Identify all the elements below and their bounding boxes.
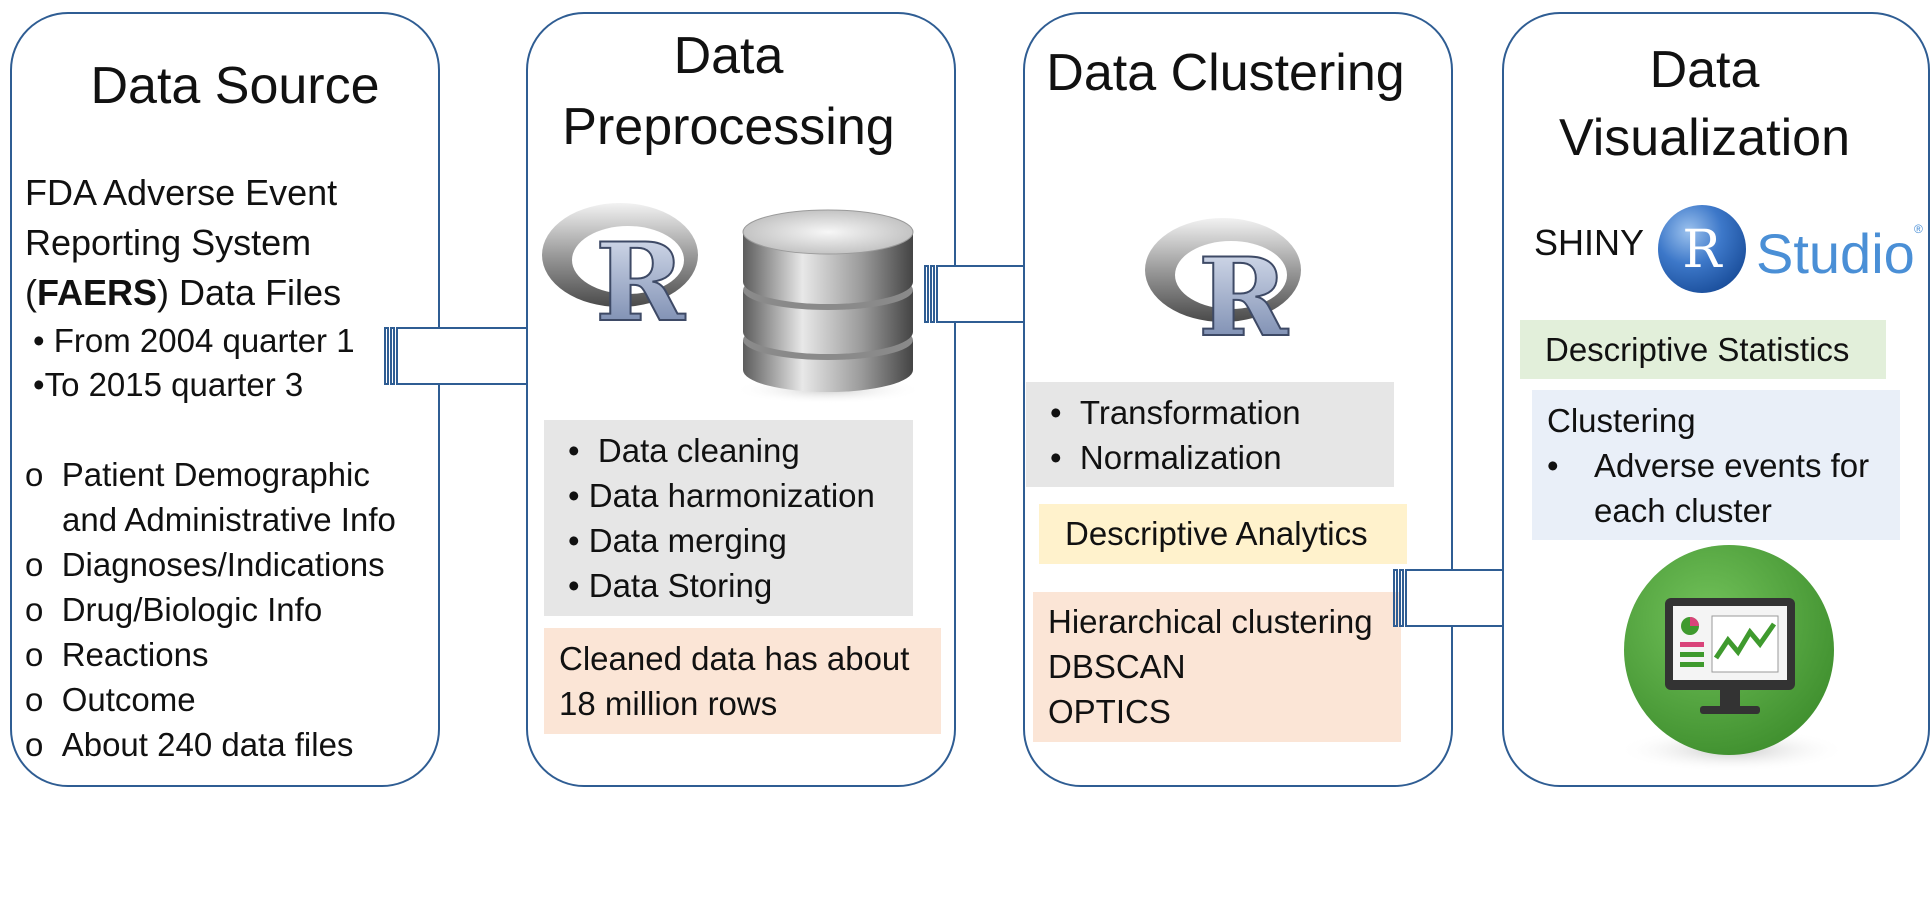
svg-text:R: R bbox=[1198, 235, 1289, 361]
step-label: Data merging bbox=[588, 522, 787, 559]
source-bullet-1: • From 2004 quarter 1 bbox=[33, 318, 355, 363]
clustering-method: OPTICS bbox=[1048, 693, 1171, 730]
cleaned-data-note-line-2: 18 million rows bbox=[559, 685, 778, 722]
circle-bullet: o bbox=[25, 546, 44, 583]
panel-title-line-1: Data bbox=[673, 27, 784, 85]
svg-text:®: ® bbox=[1914, 222, 1923, 236]
cleaned-data-note-box: Cleaned data has about 18 million rows bbox=[544, 628, 941, 734]
descriptive-analytics-box: Descriptive Analytics bbox=[1039, 504, 1407, 564]
clustering-method: DBSCAN bbox=[1048, 648, 1186, 685]
preprocessing-step: • Data merging bbox=[568, 518, 787, 563]
circle-bullet: o bbox=[25, 591, 44, 628]
source-list-item: o Reactions bbox=[25, 632, 208, 677]
bullet-glyph: • bbox=[33, 322, 45, 359]
source-list-label: Outcome bbox=[61, 681, 196, 718]
source-bullet-label: From 2004 quarter 1 bbox=[53, 322, 355, 359]
source-list-item: o Patient Demographic bbox=[25, 452, 370, 497]
shiny-label: SHINY bbox=[1534, 222, 1645, 263]
preprocessing-steps-box: • Data cleaning • Data harmonization • D… bbox=[544, 420, 913, 616]
descriptive-analytics-label: Descriptive Analytics bbox=[1065, 515, 1368, 552]
svg-text:R: R bbox=[1682, 220, 1723, 280]
source-list-label: Reactions bbox=[61, 636, 209, 673]
panel-title-line-2: Preprocessing bbox=[562, 98, 895, 156]
rstudio-logo-icon: R Studio ® bbox=[1658, 205, 1923, 293]
source-description-line-1: FDA Adverse Event bbox=[25, 172, 338, 213]
clustering-method: Hierarchical clustering bbox=[1048, 603, 1373, 640]
svg-text:Studio: Studio bbox=[1756, 222, 1915, 285]
step-label: Data Storing bbox=[588, 567, 773, 604]
bullet-glyph: • bbox=[568, 432, 580, 469]
source-list-label: About 240 data files bbox=[61, 726, 354, 763]
bullet-glyph: • bbox=[1050, 394, 1062, 431]
source-list-item: o Drug/Biologic Info bbox=[25, 587, 322, 632]
circle-bullet: o bbox=[25, 456, 44, 493]
panel-title-data-source: Data Source bbox=[90, 57, 380, 115]
clustering-results-box: Clustering • Adverse events for each clu… bbox=[1532, 390, 1900, 540]
bullet-glyph: • bbox=[1547, 447, 1559, 484]
bullet-glyph: • bbox=[568, 567, 580, 604]
clustering-methods-box: Hierarchical clustering DBSCAN OPTICS bbox=[1033, 592, 1401, 742]
database-icon bbox=[733, 209, 923, 404]
descriptive-statistics-label: Descriptive Statistics bbox=[1545, 331, 1850, 368]
panel-data-source bbox=[10, 12, 440, 787]
circle-bullet: o bbox=[25, 636, 44, 673]
source-list-item: o About 240 data files bbox=[25, 722, 353, 767]
source-list-item-continuation: and Administrative Info bbox=[62, 501, 396, 538]
bullet-glyph: • bbox=[568, 477, 580, 514]
source-list-item: o Diagnoses/Indications bbox=[25, 542, 385, 587]
clustering-results-item: • bbox=[1547, 443, 1559, 488]
preprocessing-step: • Data Storing bbox=[568, 563, 772, 608]
r-logo-icon: R bbox=[542, 203, 698, 347]
clustering-results-item-label: Adverse events for bbox=[1594, 447, 1870, 484]
clustering-step: • Transformation bbox=[1050, 390, 1301, 435]
preprocessing-step: • Data harmonization bbox=[568, 473, 875, 518]
clustering-results-item-label: each cluster bbox=[1594, 492, 1772, 529]
step-label: Data harmonization bbox=[588, 477, 875, 514]
panel-title-data-clustering: Data Clustering bbox=[1046, 44, 1405, 102]
faers-acronym: FAERS bbox=[37, 272, 158, 313]
source-list-item: o Outcome bbox=[25, 677, 196, 722]
source-list-label: Patient Demographic bbox=[61, 456, 370, 493]
monitor-dashboard-icon bbox=[1617, 545, 1847, 772]
source-list-label: Diagnoses/Indications bbox=[61, 546, 385, 583]
source-description-line-3: (FAERS) Data Files bbox=[25, 270, 341, 315]
svg-text:R: R bbox=[595, 220, 686, 346]
bullet-glyph: • bbox=[33, 366, 45, 403]
source-bullet-2: •To 2015 quarter 3 bbox=[33, 362, 303, 407]
bullet-glyph: • bbox=[1050, 439, 1062, 476]
clustering-step: • Normalization bbox=[1050, 435, 1282, 480]
preprocessing-step: • Data cleaning bbox=[568, 428, 800, 473]
panel-title-line-1: Data bbox=[1649, 41, 1760, 99]
step-label: Data cleaning bbox=[597, 432, 800, 469]
cleaned-data-note-line-1: Cleaned data has about bbox=[559, 640, 910, 677]
bullet-glyph: • bbox=[568, 522, 580, 559]
circle-bullet: o bbox=[25, 681, 44, 718]
source-bullet-label: To 2015 quarter 3 bbox=[44, 366, 304, 403]
source-description-line-2: Reporting System bbox=[25, 222, 312, 263]
source-list-label: Drug/Biologic Info bbox=[61, 591, 323, 628]
descriptive-statistics-box: Descriptive Statistics bbox=[1520, 320, 1886, 379]
clustering-results-heading: Clustering bbox=[1547, 402, 1696, 439]
circle-bullet: o bbox=[25, 726, 44, 763]
faers-suffix: ) Data Files bbox=[157, 272, 342, 313]
step-label: Normalization bbox=[1079, 439, 1282, 476]
faers-prefix: ( bbox=[25, 272, 37, 313]
panel-title-line-2: Visualization bbox=[1558, 109, 1850, 167]
r-logo-icon: R bbox=[1145, 218, 1301, 362]
clustering-steps-box: • Transformation • Normalization bbox=[1026, 382, 1394, 487]
step-label: Transformation bbox=[1079, 394, 1301, 431]
